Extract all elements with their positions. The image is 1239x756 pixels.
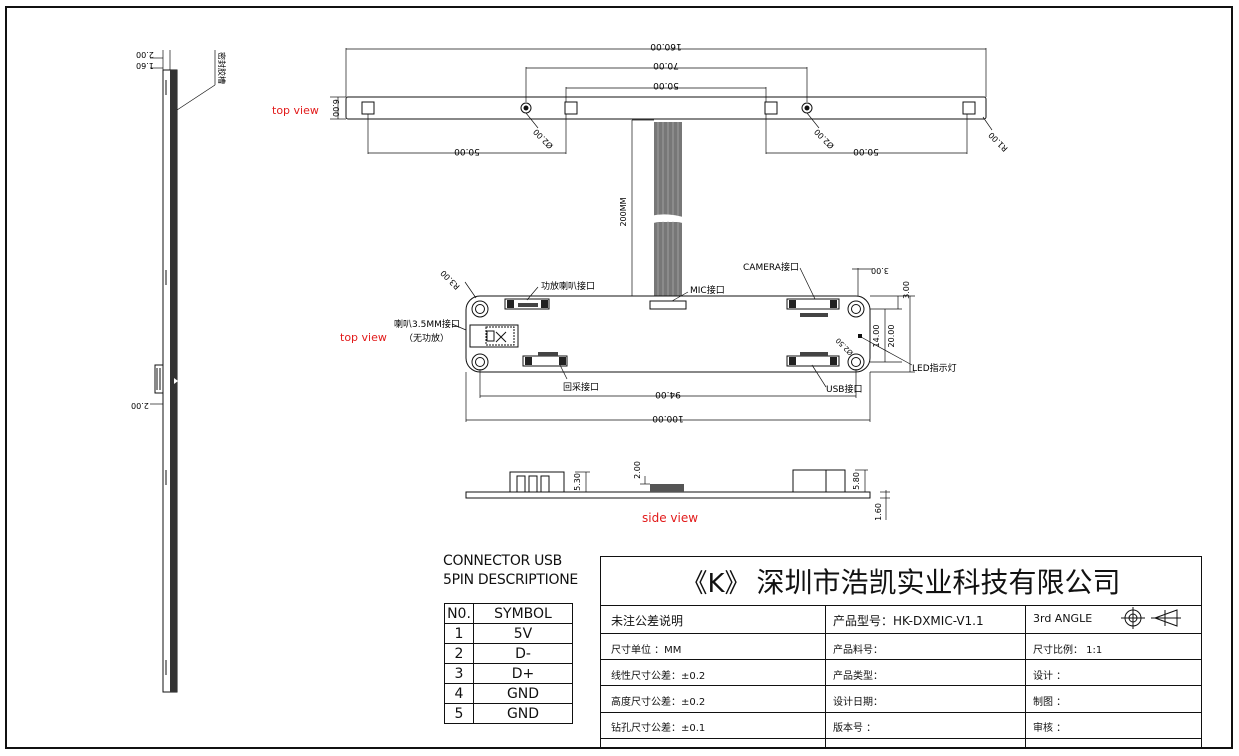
- table-row: 1 5V: [444, 623, 573, 644]
- scale-row: 尺寸比例： 1:1: [1033, 645, 1103, 656]
- designer-row: 设计 ：: [1033, 671, 1067, 682]
- unit-row: 尺寸单位 ：MM: [611, 645, 682, 656]
- company-name: 深圳市浩凯实业科技有限公司: [756, 566, 1121, 599]
- tolerance-header: 未注公差说明: [611, 614, 684, 628]
- left-dim-mid: 2.00: [131, 401, 149, 410]
- left-side-view: 2.00 1.60 密封胶槽 2.00: [131, 50, 227, 693]
- pin-number: 2: [444, 643, 474, 664]
- projection-angle: 3rd ANGLE: [1033, 612, 1093, 625]
- pin-number: 3: [444, 663, 474, 684]
- board-dim-14: 14.00: [872, 325, 881, 348]
- usb-label: USB接口: [826, 383, 862, 395]
- board-width: 100.00: [652, 413, 684, 423]
- pin-symbol: D-: [473, 643, 573, 664]
- led-label: LED指示灯: [912, 362, 957, 374]
- drafter-row: 制图 ：: [1033, 697, 1067, 708]
- board-view-label: top view: [340, 331, 387, 344]
- side-dim-580: 5.80: [852, 472, 861, 490]
- part-number-row: 产品料号：: [833, 645, 883, 656]
- table-header-row: N0. SYMBOL: [444, 603, 573, 624]
- mic-label: MIC接口: [690, 284, 725, 296]
- left-note: 密封胶槽: [217, 52, 227, 84]
- amp-connector-label: 功放喇叭接口: [541, 280, 595, 292]
- drill-tolerance-row: 钻孔尺寸公差：±0.1: [611, 723, 706, 734]
- arm-holes-dim: 70.00: [653, 60, 679, 70]
- board-dim-3: 3.00: [871, 266, 889, 275]
- side-dim-530: 5.30: [573, 473, 582, 491]
- company-logo: 《K》: [681, 568, 751, 599]
- connector-title-line2: 5PIN DESCRIPTIONE: [443, 572, 578, 588]
- camera-label: CAMERA接口: [743, 261, 799, 273]
- model-header: 产品型号：HK-DXMIC-V1.1: [833, 614, 984, 628]
- design-date-row: 设计日期：: [833, 697, 883, 708]
- table-row: 4 GND: [444, 683, 573, 704]
- left-dim-top1: 2.00: [136, 50, 154, 59]
- header-symbol: SYMBOL: [473, 603, 573, 624]
- projection-symbol-icon: [1121, 607, 1181, 629]
- title-block: 《K》 深圳市浩凯实业科技有限公司 未注公差说明 产品型号：HK-DXMIC-V…: [600, 556, 1202, 748]
- pin-number: 1: [444, 623, 474, 644]
- echo-label: 回采接口: [563, 381, 599, 393]
- connector-title: CONNECTOR USB 5PIN DESCRIPTIONE: [443, 552, 578, 590]
- pin-number: 5: [444, 703, 474, 724]
- connector-title-line1: CONNECTOR USB: [443, 553, 562, 569]
- product-type-row: 产品类型：: [833, 671, 883, 682]
- cable-length: 200MM: [619, 197, 628, 226]
- arm-top-view: 160.00 70.00 50.00 50.00 50.00 6.00 Ø2.0…: [330, 41, 1010, 156]
- side-view-label: side view: [642, 511, 699, 525]
- pin-symbol: GND: [473, 703, 573, 724]
- linear-tolerance-row: 线性尺寸公差：±0.2: [611, 671, 706, 682]
- headphone-label-2: （无功放）: [404, 332, 449, 344]
- ribbon-cable: 200MM: [619, 119, 686, 298]
- pin-symbol: GND: [473, 683, 573, 704]
- table-row: 5 GND: [444, 703, 573, 724]
- header-no: N0.: [444, 603, 474, 624]
- table-row: 3 D+: [444, 663, 573, 684]
- side-dim-160: 1.60: [874, 503, 883, 521]
- board-side-view: 5.30 2.00 5.80 1.60: [465, 461, 890, 521]
- version-row: 版本号 ：: [833, 723, 877, 734]
- pin-number: 4: [444, 683, 474, 704]
- arm-hole-left: Ø2.00: [531, 127, 555, 151]
- height-tolerance-row: 高度尺寸公差：±0.2: [611, 697, 706, 708]
- arm-overall-dim: 160.00: [650, 41, 682, 51]
- arm-view-label: top view: [272, 104, 319, 117]
- pin-symbol: 5V: [473, 623, 573, 644]
- arm-corner-radius: R1.00: [987, 130, 1010, 153]
- board-dim-20: 20.00: [887, 325, 896, 348]
- board-corner-radius: R3.00: [439, 268, 462, 291]
- reviewer-row: 审核 ：: [1033, 723, 1067, 734]
- arm-hole-right: Ø2.00: [812, 127, 836, 151]
- table-row: 2 D-: [444, 643, 573, 664]
- side-dim-200: 2.00: [633, 461, 642, 479]
- arm-left-dim: 50.00: [454, 146, 480, 156]
- board-dim-3b: 3.00: [902, 281, 911, 299]
- board-hole-span: 94.00: [655, 389, 681, 399]
- connector-pin-table: N0. SYMBOL 1 5V 2 D- 3 D+ 4 GND 5 GND: [444, 603, 573, 724]
- headphone-label-1: 喇叭3.5MM接口: [394, 318, 460, 330]
- arm-right-dim: 50.00: [853, 146, 879, 156]
- arm-inner-dim: 50.00: [653, 80, 679, 90]
- drawing-frame: [5, 6, 1233, 749]
- company-header: 《K》 深圳市浩凯实业科技有限公司: [601, 557, 1201, 606]
- board-top-view: R3.00 功放喇叭接口 喇叭3.5MM接口 （无功放） MIC接口 CAMER…: [394, 261, 957, 423]
- arm-height-dim: 6.00: [331, 99, 340, 117]
- left-dim-top2: 1.60: [136, 61, 154, 70]
- pin-symbol: D+: [473, 663, 573, 684]
